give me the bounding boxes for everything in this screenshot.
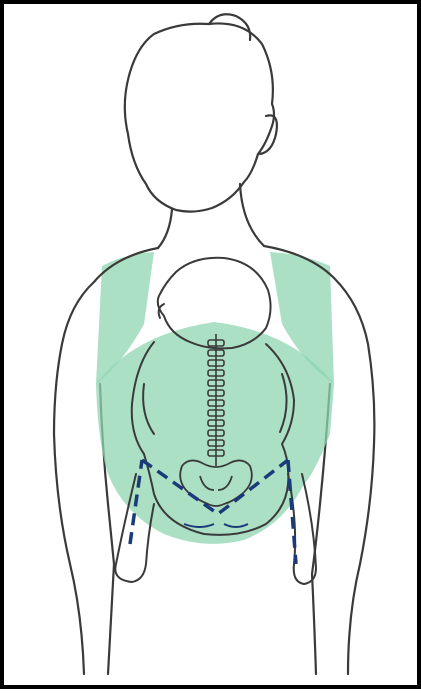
adult-hair-bun xyxy=(209,14,250,40)
adult-head xyxy=(125,23,274,211)
adult-neck-right xyxy=(240,184,264,246)
adult-neck-left xyxy=(158,209,172,248)
babywearing-illustration xyxy=(4,4,421,693)
